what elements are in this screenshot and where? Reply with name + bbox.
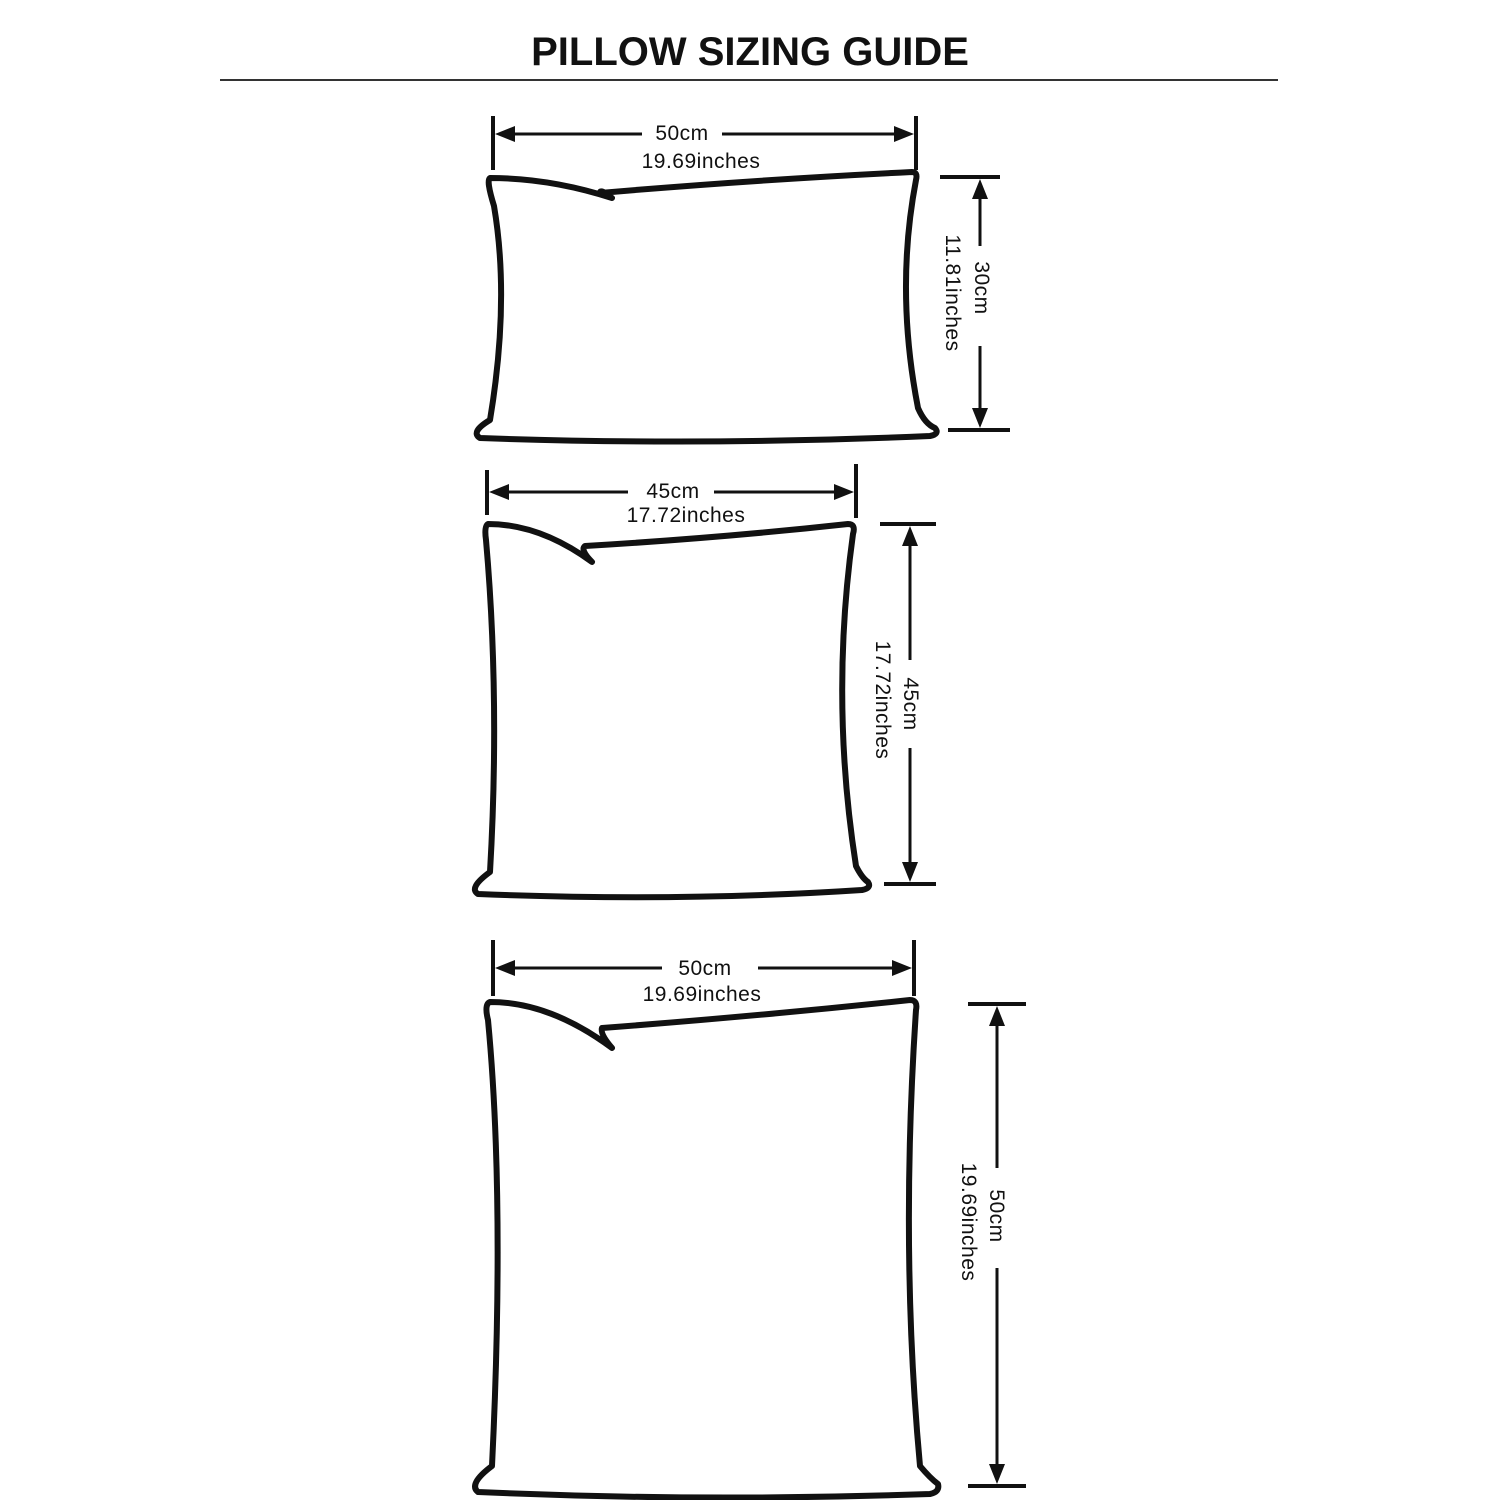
pillow-1-width-inches: 19.69inches (642, 150, 761, 173)
pillow-3-outline (472, 997, 942, 1500)
pillow-1-width-cm: 50cm (655, 122, 708, 145)
pillow-1-width-dimension: 50cm 19.69inches (491, 116, 918, 173)
pillow-2-width-inches: 17.72inches (627, 504, 746, 527)
pillow-1-height-cm: 30cm (970, 261, 993, 314)
pillow-3-width-dimension: 50cm 19.69inches (491, 940, 916, 1006)
pillow-3-height-cm: 50cm (985, 1189, 1008, 1242)
pillow-3-height-dimension: 50cm 19.69inches (957, 1002, 1026, 1488)
pillow-2-width-cm: 45cm (646, 480, 699, 503)
pillow-2-height-dimension: 45cm 17.72inches (871, 522, 936, 886)
pillow-3-height-inches: 19.69inches (957, 1163, 980, 1282)
pillow-2-height-inches: 17.72inches (871, 641, 894, 760)
title-divider (220, 79, 1278, 81)
pillow-1-outline (473, 169, 940, 445)
pillow-1-height-dimension: 30cm 11.81inches (940, 175, 1010, 432)
pillow-3-width-inches: 19.69inches (643, 983, 762, 1006)
pillow-2-width-dimension: 45cm 17.72inches (485, 464, 858, 527)
pillow-2-outline (472, 521, 873, 901)
pillow-3-width-cm: 50cm (678, 957, 731, 980)
pillow-1-height-inches: 11.81inches (941, 234, 964, 351)
pillow-2-height-cm: 45cm (899, 677, 922, 730)
page-title: PILLOW SIZING GUIDE (531, 30, 969, 74)
